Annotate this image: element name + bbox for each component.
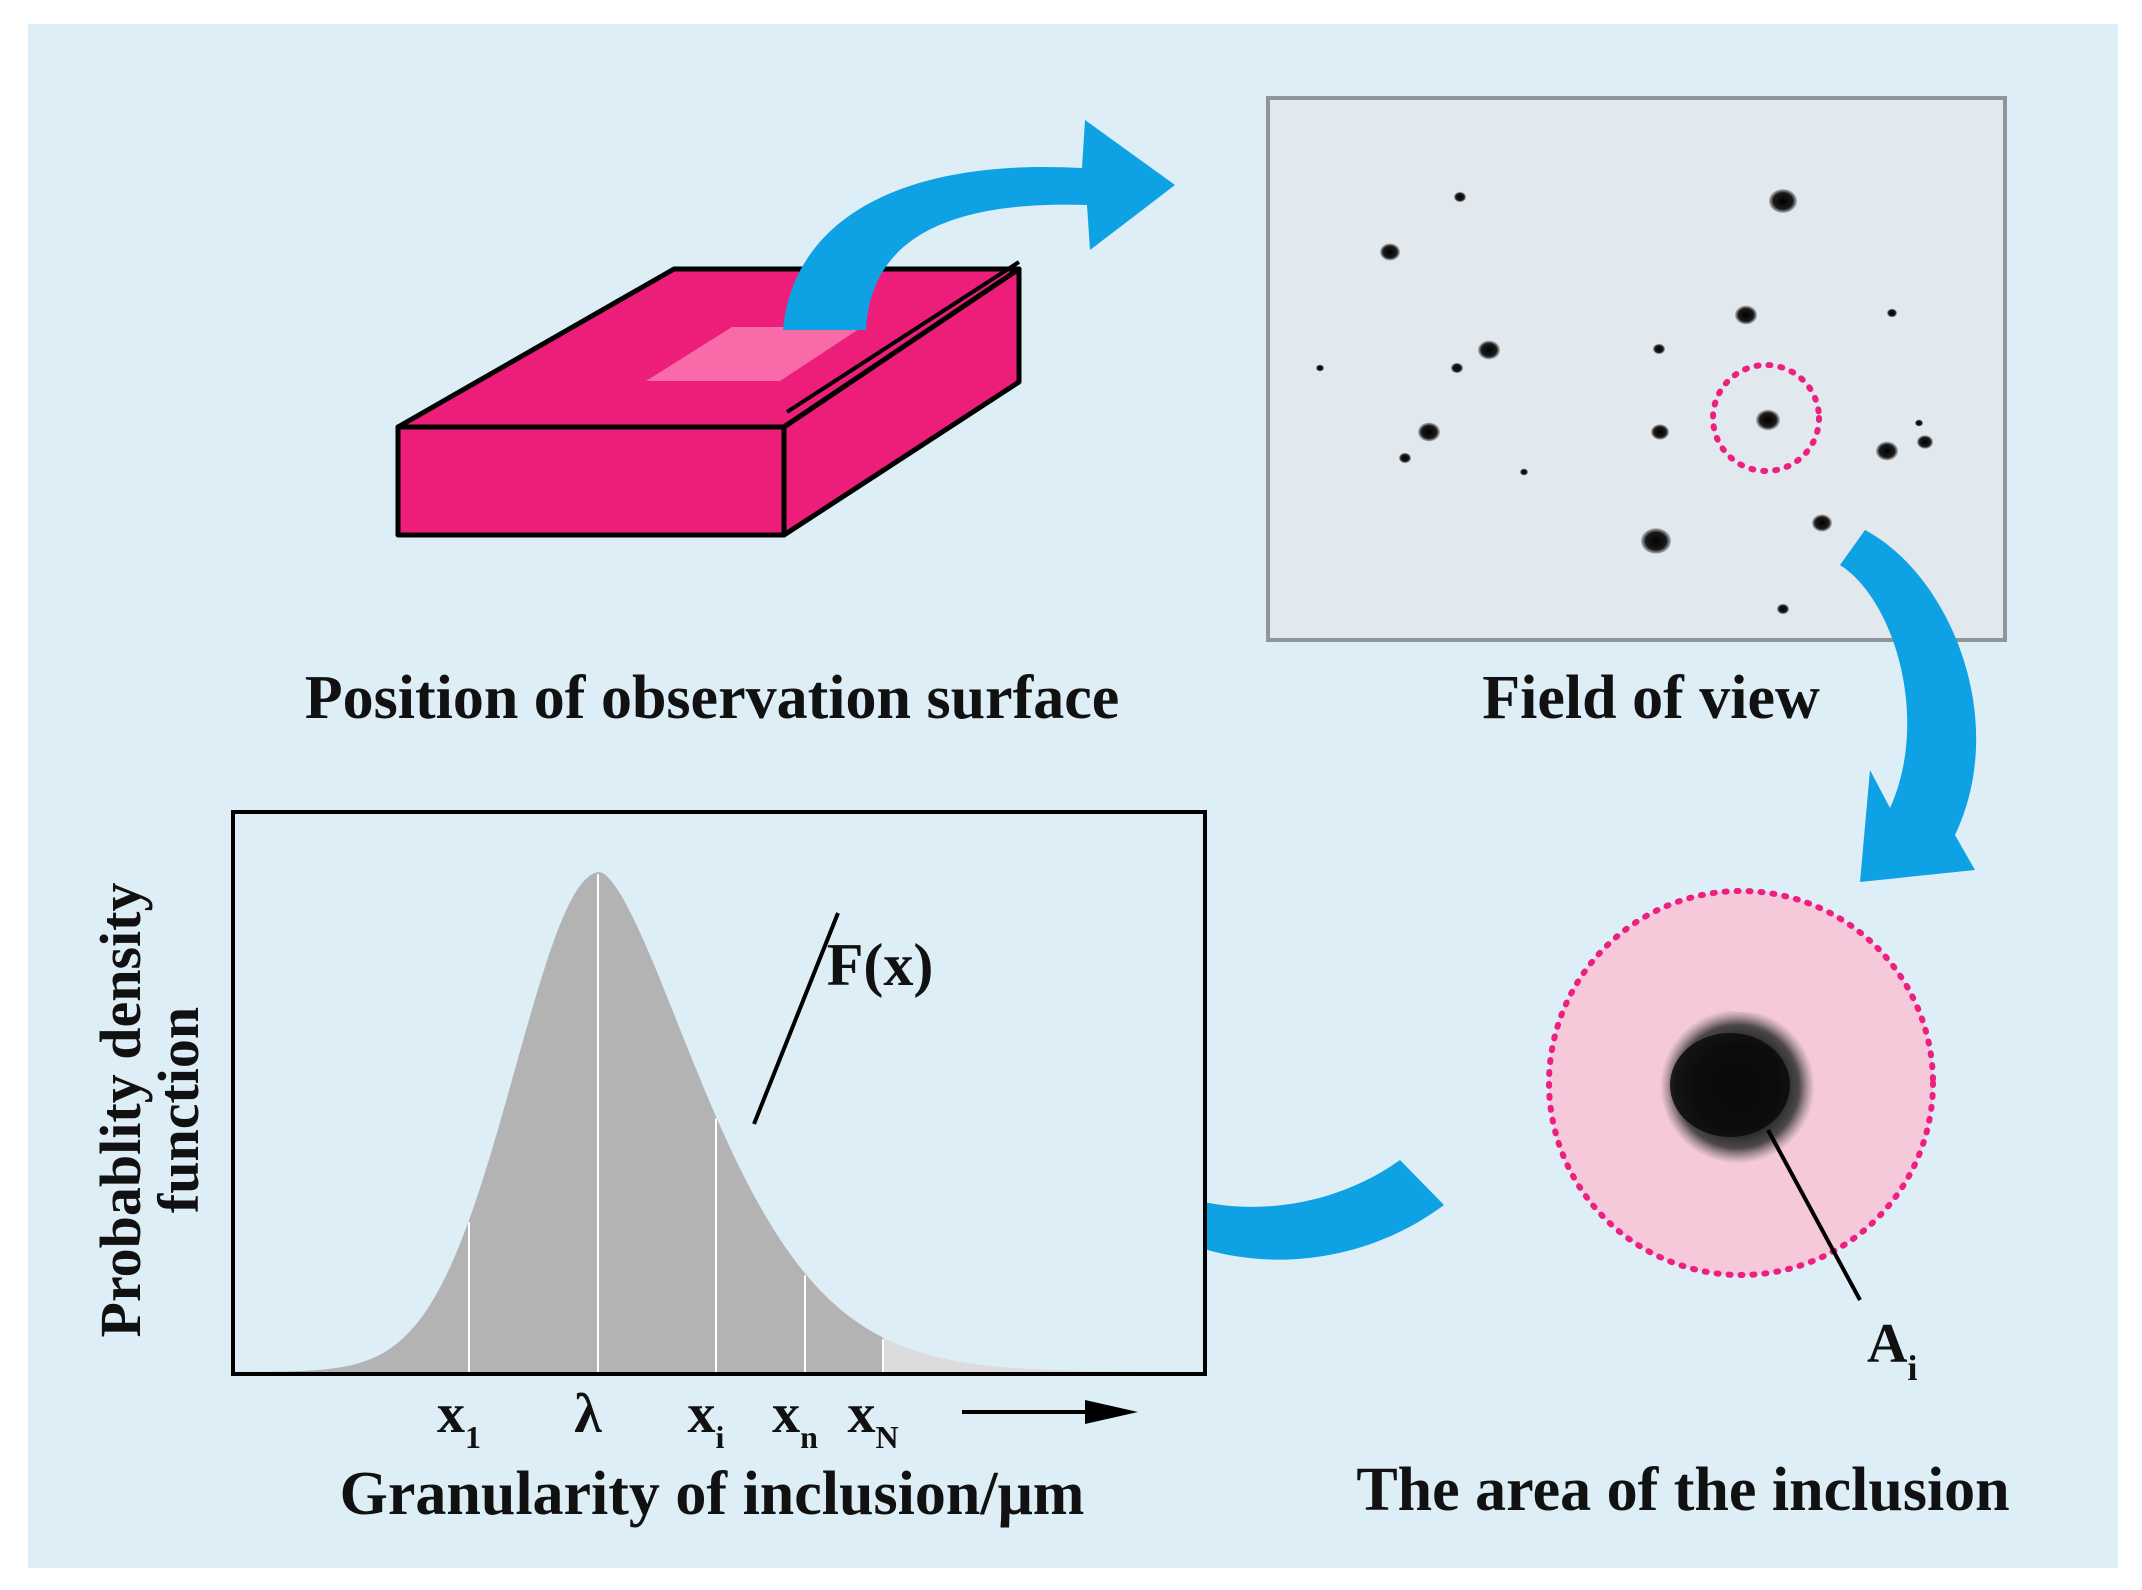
tick-label: λ xyxy=(574,1383,602,1445)
inclusion-zoom xyxy=(1546,888,1936,1301)
block-side-face xyxy=(781,266,1022,538)
inclusion-dot xyxy=(1316,364,1324,372)
inclusion-dot xyxy=(1756,409,1780,431)
inclusion-dot xyxy=(1399,452,1411,464)
x-axis-label: Granularity of inclusion/μm xyxy=(340,1460,1085,1528)
inclusion-dot xyxy=(1777,603,1789,615)
tick-label: x1 xyxy=(437,1383,481,1455)
inclusion-dot xyxy=(1769,189,1797,213)
y-axis-label-line2: function xyxy=(146,1007,211,1213)
x-arrow-head-icon xyxy=(1085,1400,1138,1424)
inclusion-dot xyxy=(1478,340,1500,360)
ai-pointer-line xyxy=(1766,1129,1862,1301)
observation-surface-highlight xyxy=(646,327,862,381)
block-edge-line xyxy=(785,260,1021,414)
observation-surface-label: Position of observation surface xyxy=(305,664,1120,732)
inclusion-area-label: The area of the inclusion xyxy=(1356,1456,2009,1524)
inclusion-dots xyxy=(1316,189,1933,615)
inclusion-dot xyxy=(1917,435,1933,449)
y-axis-label-line1: Probablity density xyxy=(88,883,153,1338)
inclusion-dot xyxy=(1520,468,1528,476)
block-front-face xyxy=(395,424,787,538)
highlight-ring xyxy=(1710,362,1822,474)
arrow-to-inclusion-icon xyxy=(1840,530,1977,882)
f-pointer-line xyxy=(752,912,840,1125)
arrow-to-field-icon xyxy=(783,120,1175,330)
inclusion-dot xyxy=(1418,422,1440,442)
inclusion-dot xyxy=(1653,343,1665,355)
inclusion-core xyxy=(1670,1033,1790,1137)
tick-label: xn xyxy=(772,1383,818,1455)
tick-label: xN xyxy=(847,1383,898,1455)
arrow-to-chart-icon xyxy=(1040,1112,1444,1260)
ai-label: Ai xyxy=(1867,1313,1917,1388)
inclusion-dot xyxy=(1380,243,1400,261)
inclusion-dot xyxy=(1451,362,1463,374)
field-of-view-label: Field of view xyxy=(1482,664,1820,732)
ai-label-base: A xyxy=(1867,1313,1908,1375)
f-label: F(x) xyxy=(827,932,934,998)
ai-label-sub: i xyxy=(1907,1348,1917,1388)
tick-lines xyxy=(468,874,884,1372)
inclusion-dot xyxy=(1812,514,1832,532)
inclusion-dot xyxy=(1915,419,1923,427)
inclusion-dot xyxy=(1651,424,1669,440)
inclusion-dot xyxy=(1887,308,1897,318)
tail-area xyxy=(883,1337,1200,1372)
inclusion-dot xyxy=(1641,528,1671,554)
inclusion-dot xyxy=(1454,191,1466,203)
main-area xyxy=(238,872,883,1372)
inclusion-dot xyxy=(1876,441,1898,461)
tick-label: xi xyxy=(688,1383,725,1455)
inclusion-dot xyxy=(1735,305,1757,325)
